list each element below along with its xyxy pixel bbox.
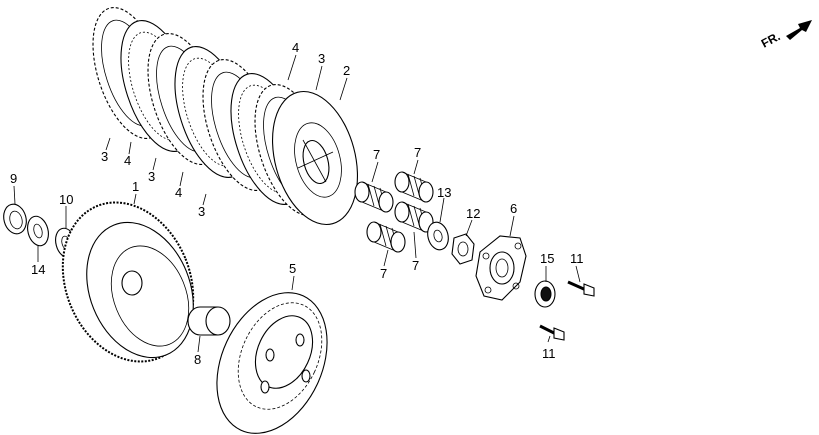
part-7-spring-a — [354, 181, 394, 213]
callout-2: 2 — [343, 63, 350, 78]
clutch-center — [271, 90, 359, 226]
part-12-lifter-piece — [451, 233, 475, 265]
part-6-lifter-plate — [475, 235, 527, 301]
callout-7d: 7 — [412, 258, 419, 273]
front-arrow-icon — [786, 20, 812, 40]
part-7-spring-c — [366, 221, 406, 253]
direction-label: FR. — [759, 29, 783, 50]
callout-9: 9 — [10, 171, 17, 186]
callout-7a: 7 — [373, 147, 380, 162]
callout-11a: 11 — [570, 251, 584, 266]
part-9-seal — [3, 203, 27, 235]
callout-3b: 3 — [148, 169, 155, 184]
part-8-collar — [187, 306, 231, 336]
callout-6: 6 — [510, 201, 517, 216]
callout-3a: 3 — [101, 149, 108, 164]
part-11-bolt-upper — [567, 280, 595, 297]
callout-4c: 4 — [292, 40, 299, 55]
callout-14: 14 — [31, 262, 45, 277]
part-1-clutch-outer — [61, 201, 195, 363]
callout-labels: 3 4 3 4 3 4 3 2 7 7 7 7 13 12 6 15 11 11… — [10, 40, 584, 367]
callout-7b: 7 — [414, 145, 421, 160]
callout-1: 1 — [132, 179, 139, 194]
callout-4b: 4 — [175, 185, 182, 200]
callout-7c: 7 — [380, 266, 387, 281]
part-7-spring-b — [394, 171, 434, 203]
part-11-bolt-lower — [539, 324, 565, 341]
callout-3c: 3 — [198, 204, 205, 219]
leader-lines — [13, 54, 581, 353]
callout-10: 10 — [59, 192, 73, 207]
callout-3d: 3 — [318, 51, 325, 66]
callout-15: 15 — [540, 251, 554, 266]
part-14-washer — [27, 215, 49, 247]
callout-11b: 11 — [542, 346, 556, 361]
callout-13: 13 — [437, 185, 451, 200]
part-13-washer — [427, 221, 449, 251]
part-7-spring-d — [394, 201, 434, 233]
callout-8: 8 — [194, 352, 201, 367]
part-5-pressure-plate — [216, 292, 328, 434]
part-15-bearing — [534, 280, 556, 308]
callout-4a: 4 — [124, 153, 131, 168]
front-direction-indicator: FR. — [759, 20, 812, 51]
callout-5: 5 — [289, 261, 296, 276]
callout-12: 12 — [466, 206, 480, 221]
